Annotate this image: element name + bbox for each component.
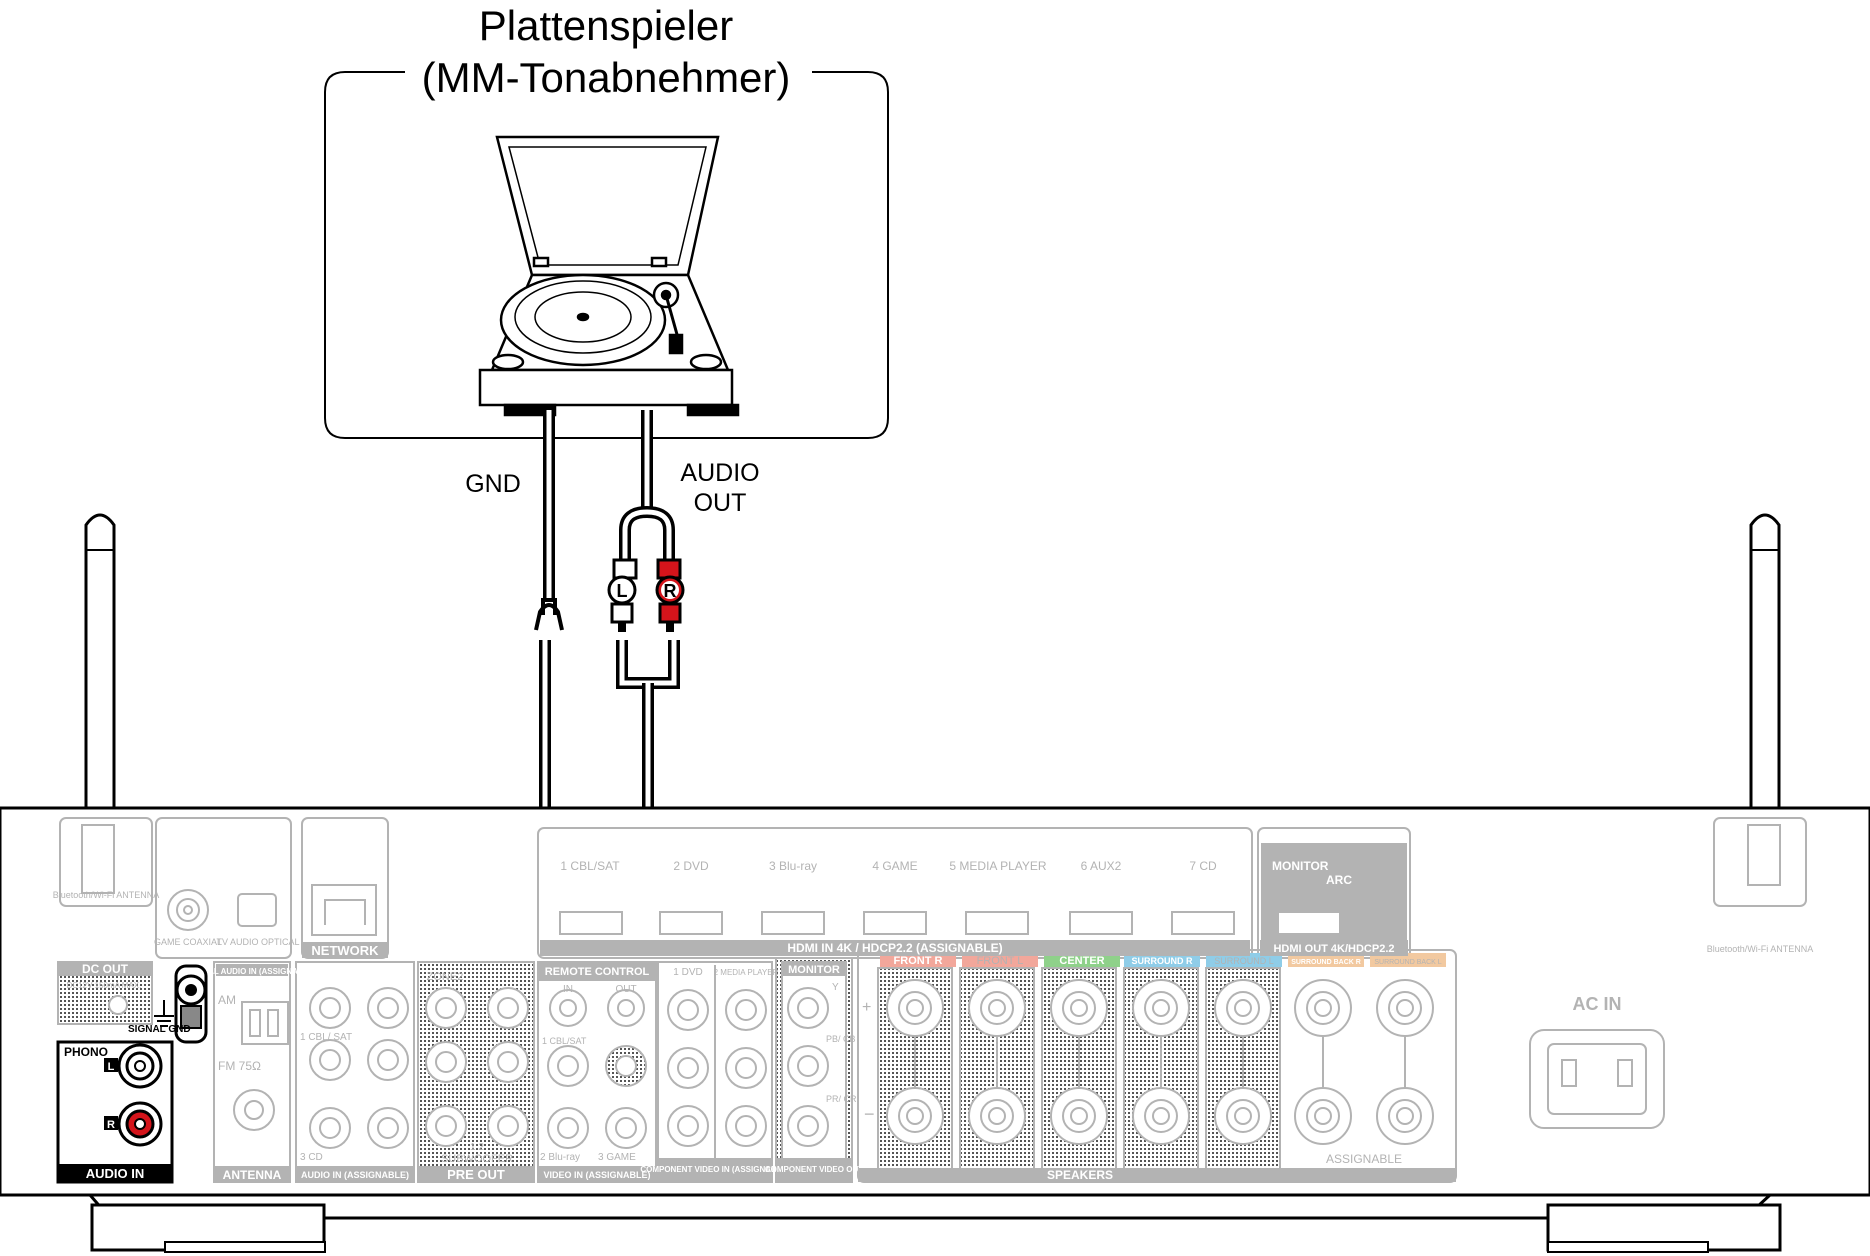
turntable-group: Plattenspieler (MM-Tonabnehmer) GND AUDI… [324,2,889,517]
comp-media-player-label: 2 MEDIA PLAYER [714,968,779,977]
right-antenna-icon [1743,513,1787,830]
remote-control-label: REMOTE CONTROL [545,966,650,978]
hdmi-arc-label: ARC [1326,873,1352,887]
hdmi-input-6-label: 6 AUX2 [1081,859,1122,873]
pre-out-label: PRE OUT [447,1167,505,1182]
speaker-surround-back-r-label: SURROUND BACK R [1291,959,1361,966]
hdmi-input-4-label: 4 GAME [872,859,917,873]
hdmi-ports [559,911,1235,935]
subwoofer-nums-label: 1 2 [470,1142,484,1153]
gnd-label: GND [465,470,521,498]
hdmi-out-label: HDMI OUT 4K/HDCP2.2 [1273,943,1394,955]
audio-in-cbl-sat-label: 1 CBL/ SAT [300,1032,352,1043]
video-in-assignable-label: VIDEO IN (ASSIGNABLE) [543,1170,650,1180]
subwoofer-label: SUBWOOFER [441,1153,513,1165]
bt-antenna-left-label: Bluetooth/Wi-Fi ANTENNA [53,890,160,900]
speakers-label: SPEAKERS [1047,1168,1113,1182]
hdmi-input-3-label: 3 Blu-ray [769,859,817,873]
hdmi-input-1-label: 1 CBL/SAT [560,859,620,873]
ground-symbol-icon [154,1000,174,1027]
video-cbl-sat-label: 1 CBL/SAT [542,1036,587,1046]
hdmi-input-labels: 1 CBL/SAT 2 DVD 3 Blu-ray 4 GAME 5 MEDIA… [560,859,1217,873]
left-antenna-icon [78,513,122,830]
gnd-fork-terminal-icon [534,603,564,631]
audio-in-label: AUDIO IN [86,1166,145,1181]
hdmi-input-2-label: 2 DVD [673,859,709,873]
speaker-terminals [886,979,1434,1145]
component-video-out-label: COMPONENT VIDEO OUT [765,1165,863,1174]
comp-pb-label: PB/ CB [826,1034,856,1044]
phono-input-group: PHONO AUDIO IN L R [56,1040,174,1184]
assignable-label: ASSIGNABLE [1326,1152,1402,1166]
fm-label: FM 75Ω [218,1059,261,1073]
hdmi-input-7-label: 7 CD [1189,859,1217,873]
dc-out-label: DC OUT [82,962,129,976]
speaker-surround-back-l-label: SURROUND BACK L [1374,959,1441,966]
bt-antenna-right-label: Bluetooth/Wi-Fi ANTENNA [1707,944,1814,954]
network-label: NETWORK [311,943,379,958]
phono-r-label: R [107,1119,115,1131]
video-bluray-label: 2 Blu-ray [540,1152,580,1163]
video-game-label: 3 GAME [598,1152,636,1163]
hdmi-monitor-label: MONITOR [1272,859,1329,873]
am-label: AM [218,993,236,1007]
speaker-center-label: CENTER [1059,955,1104,967]
turntable-frame [324,71,889,439]
speaker-front-r-label: FRONT R [894,955,943,967]
signal-gnd-label: SIGNAL GND [128,1024,191,1035]
rca-plug-right: R [655,558,685,632]
panel-labels: Bluetooth/Wi-Fi ANTENNA GAME COAXIAL TV … [53,859,1814,1182]
audio-in-assignable-label: AUDIO IN (ASSIGNABLE) [301,1170,409,1180]
game-coaxial-label: GAME COAXIAL [154,937,222,947]
audio-out-label-line2: OUT [694,489,747,517]
antenna-label: ANTENNA [223,1168,282,1182]
hdmi-in-label: HDMI IN 4K / HDCP2.2 (ASSIGNABLE) [787,941,1002,955]
plus-sign: + [862,999,871,1016]
rear-panel [57,817,1807,1183]
phono-l-label: L [108,1061,115,1073]
comp-pr-label: PR/ CR [826,1094,857,1104]
speaker-surround-r-label: SURROUND R [1131,956,1193,966]
comp-dvd-label: 1 DVD [673,967,702,978]
zone2-label: ZONE2 [427,971,464,983]
speaker-front-l-label: FRONT L [977,955,1024,967]
audio-in-cd-label: 3 CD [300,1152,323,1163]
monitor-label: MONITOR [788,964,840,976]
minus-sign: − [864,1104,875,1124]
plug-right-label: R [664,581,677,601]
signal-gnd-terminal: SIGNAL GND [128,964,208,1044]
component-video-in-label: COMPONENT VIDEO IN (ASSIGNABLE) [640,1165,790,1174]
remote-out-label: OUT [615,984,636,995]
remote-in-label: IN [563,984,573,995]
device-title-line2: (MM-Tonabnehmer) [422,54,791,101]
phono-label: PHONO [64,1045,108,1059]
tv-audio-optical-label: TV AUDIO OPTICAL [216,937,299,947]
hdmi-input-5-label: 5 MEDIA PLAYER [949,859,1046,873]
turntable-icon [478,135,740,417]
phono-l-jack: L [104,1043,163,1089]
speaker-surround-l-label: SURROUND L [1214,956,1274,966]
phono-r-jack: R [104,1101,163,1147]
rca-plug-left: L [607,558,638,632]
ac-in-label: AC IN [1573,994,1622,1014]
plug-left-label: L [617,581,628,601]
device-title-line1: Plattenspieler [479,2,733,49]
digital-audio-in-label: DIGITAL AUDIO IN (ASSIGNABLE) [187,967,317,976]
audio-out-label-line1: AUDIO [680,459,759,487]
comp-y-label: Y [832,982,839,993]
dc-out-spec-label: DC12V 150mA MAX. [67,981,142,990]
